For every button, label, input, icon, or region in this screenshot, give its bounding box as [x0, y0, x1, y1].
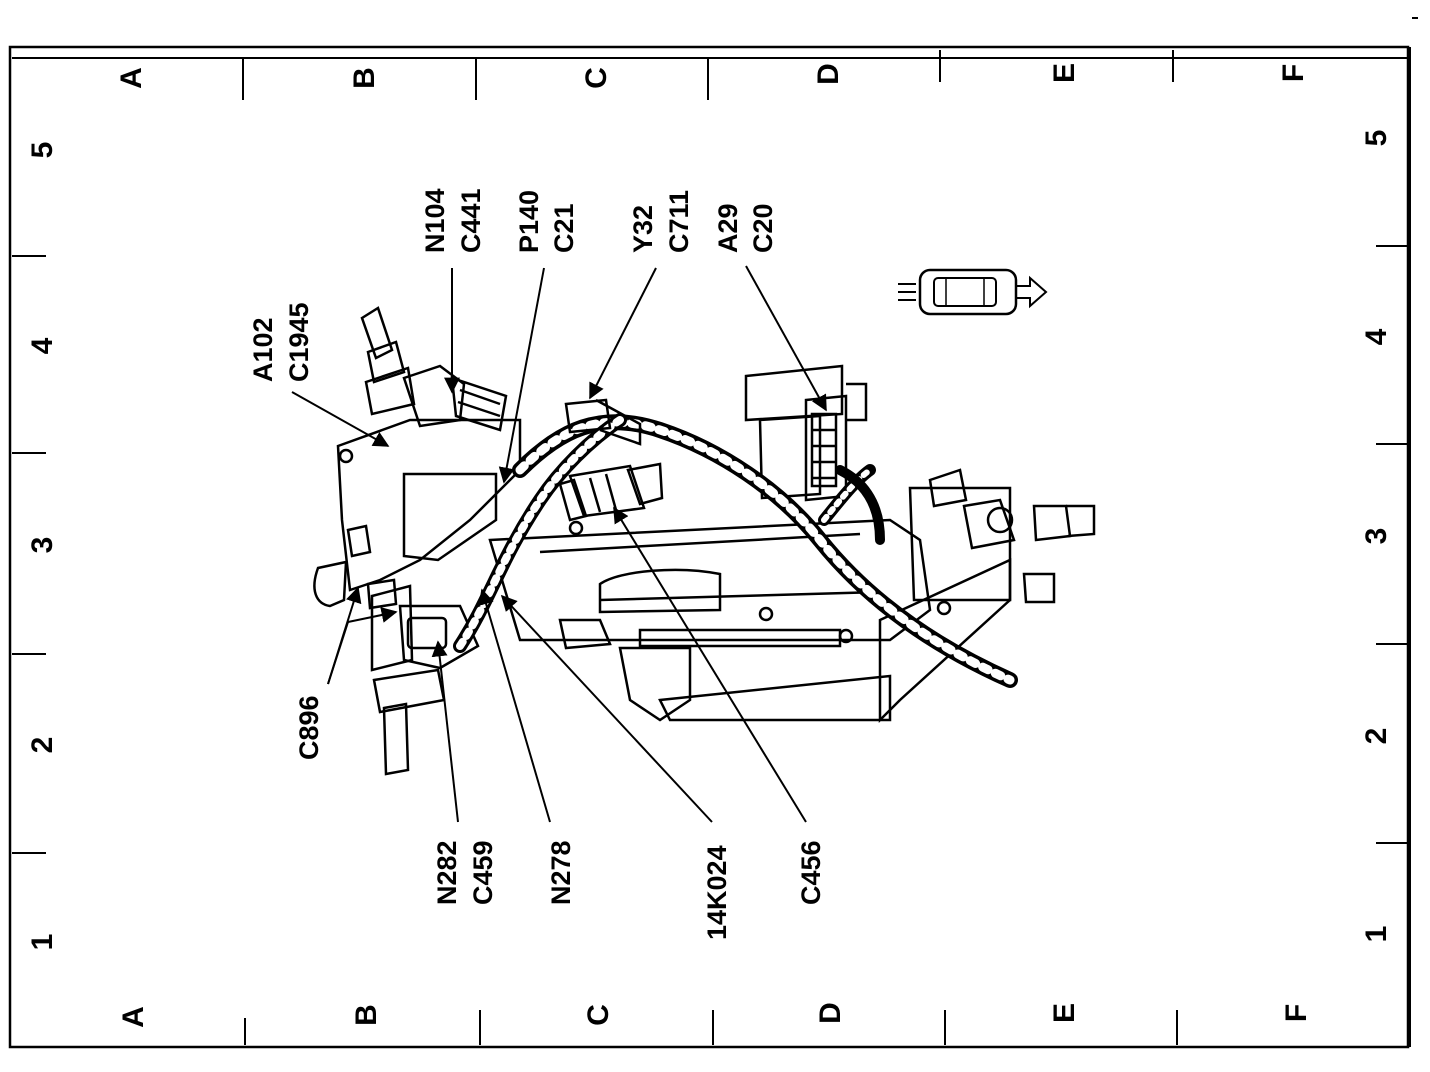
leader-p140: [498, 267, 545, 484]
grid-row-5-left: 5: [26, 142, 59, 159]
leader-y32: [589, 267, 657, 400]
leader-c456: [613, 506, 807, 823]
leader-a102: [291, 391, 390, 447]
grid-col-d-bottom: D: [814, 1002, 847, 1024]
label-c896: C896: [294, 695, 324, 760]
grid-col-e-bottom: E: [1048, 1003, 1081, 1023]
leader-a29: [745, 265, 827, 412]
label-n278: N278: [546, 840, 576, 905]
grid-col-a-bottom: A: [117, 1006, 150, 1028]
grid-col-d-top: D: [812, 63, 845, 85]
right-grid-ticks: [1376, 245, 1408, 844]
leader-14k024: [500, 594, 713, 823]
grid-col-c-bottom: C: [582, 1004, 615, 1026]
grid-col-e-top: E: [1048, 63, 1081, 83]
grid-row-4-right: 4: [1360, 328, 1393, 345]
label-a29: A29: [713, 203, 743, 253]
label-c459: C459: [468, 840, 498, 905]
grid-col-b-bottom: B: [350, 1004, 383, 1026]
center-connector: [558, 462, 664, 536]
leader-n278: [478, 588, 551, 823]
label-n282: N282: [432, 840, 462, 905]
callout-labels: A102 C1945 N104 C441 P140 C21 Y32 C711 A…: [248, 188, 826, 940]
leader-lines: [291, 265, 827, 823]
column-tube-frame: [488, 468, 1096, 724]
label-a102: A102: [248, 317, 278, 382]
label-14k024: 14K024: [702, 845, 732, 940]
grid-col-f-top: F: [1277, 64, 1310, 82]
grid-row-3-right: 3: [1360, 528, 1393, 545]
grid-row-4-left: 4: [26, 337, 59, 354]
bottom-grid-ticks: [244, 1010, 1178, 1045]
grid-row-labels-left: 5 4 3 2 1: [26, 142, 59, 951]
leader-c896-b: [327, 621, 349, 685]
small-connector-y32: [564, 398, 642, 446]
grid-row-5-right: 5: [1360, 130, 1393, 147]
grid-row-2-left: 2: [26, 737, 59, 754]
label-c20: C20: [748, 203, 778, 253]
grid-row-3-left: 3: [26, 537, 59, 554]
steering-column-assembly: [313, 306, 522, 776]
top-grid-ticks: [12, 50, 1408, 100]
grid-col-b-top: B: [348, 67, 381, 89]
diagram-frame: [8, 17, 1418, 1049]
left-grid-ticks: [12, 255, 46, 854]
vehicle-front-arrow-icon: [898, 268, 1048, 316]
leader-c896-c: [347, 607, 398, 623]
grid-col-a-top: A: [115, 67, 148, 89]
grid-row-2-right: 2: [1360, 728, 1393, 745]
grid-col-c-top: C: [580, 67, 613, 89]
grid-row-labels-right: 5 4 3 2 1: [1360, 130, 1393, 943]
label-c1945: C1945: [284, 302, 314, 382]
label-c711: C711: [664, 190, 694, 253]
grid-column-labels-bottom: A B C D E F: [117, 1002, 1313, 1028]
label-c441: C441: [456, 188, 486, 253]
grid-row-1-right: 1: [1360, 926, 1393, 943]
label-y32: Y32: [628, 205, 658, 253]
label-p140: P140: [514, 190, 544, 253]
grid-row-1-left: 1: [26, 934, 59, 951]
leader-n282: [431, 640, 459, 823]
label-n104: N104: [420, 188, 450, 253]
label-c21: C21: [549, 203, 579, 253]
label-c456: C456: [796, 840, 826, 905]
wiring-harness: [453, 413, 1018, 688]
grid-col-f-bottom: F: [1280, 1004, 1313, 1022]
grid-column-labels-top: A B C D E F: [115, 63, 1310, 89]
